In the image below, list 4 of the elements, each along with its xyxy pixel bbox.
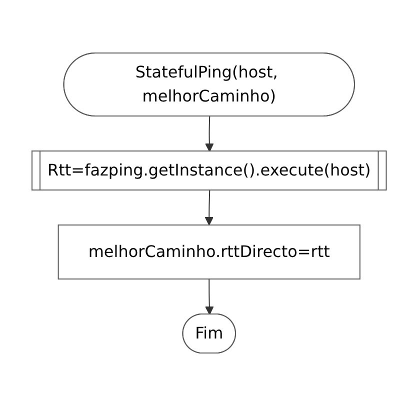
arrow — [205, 190, 214, 225]
arrow — [205, 278, 214, 314]
arrow — [205, 116, 214, 152]
node-box: melhorCaminho.rttDirecto=rtt — [58, 224, 361, 279]
